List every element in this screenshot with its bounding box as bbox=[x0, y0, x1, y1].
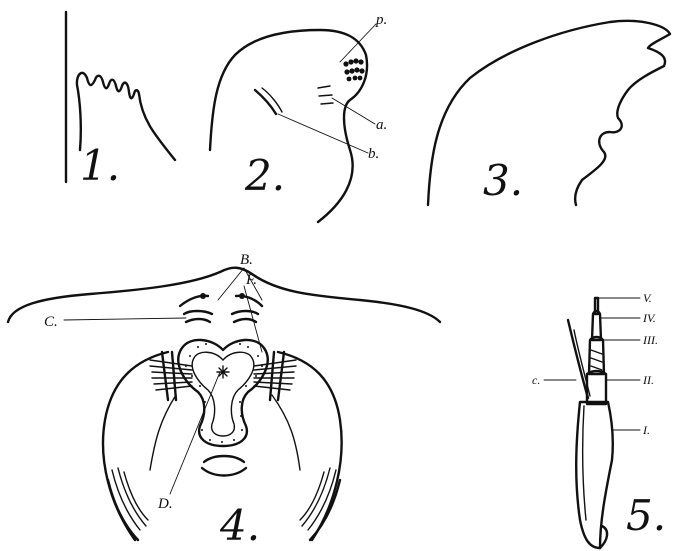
fig2-marks-a bbox=[318, 86, 333, 104]
figure-5: V. IV. III. II. I. c. 5. bbox=[532, 291, 666, 548]
fig4-bristles-right bbox=[254, 352, 296, 400]
fig4-label-F: F. bbox=[245, 272, 257, 288]
figure-3: 3. bbox=[428, 21, 670, 205]
fig5-segment-III-hatch bbox=[591, 350, 602, 370]
fig2-leader-p bbox=[340, 24, 376, 62]
fig4-inner-right bbox=[272, 395, 300, 470]
fig4-right-body bbox=[278, 352, 342, 540]
fig5-segment-I bbox=[576, 402, 613, 548]
fig4-label-B: B. bbox=[240, 252, 253, 268]
fig2-leader-b bbox=[278, 114, 368, 153]
fig3-number: 3. bbox=[483, 156, 523, 205]
fig4-bristles-left bbox=[150, 352, 192, 400]
fig4-upper-contour bbox=[8, 268, 440, 322]
fig2-label-a: a. bbox=[376, 117, 387, 133]
fig5-number: 5. bbox=[626, 491, 666, 540]
fig5-cirrus-c bbox=[568, 320, 588, 398]
figure-1: 1. bbox=[66, 12, 175, 190]
fig5-label-III: III. bbox=[642, 333, 658, 347]
fig4-lower-ring bbox=[202, 456, 246, 476]
fig4-central-mark bbox=[217, 366, 229, 378]
fig5-label-IV: IV. bbox=[642, 311, 656, 325]
fig4-marks-c bbox=[184, 311, 258, 322]
fig5-label-V: V. bbox=[643, 291, 652, 305]
fig2-organ-b bbox=[255, 88, 282, 114]
fig5-cirrus-c-inner bbox=[574, 330, 590, 396]
fig5-segment-I-inner bbox=[583, 406, 586, 520]
fig5-segment-IV bbox=[592, 311, 601, 340]
fig5-label-c: c. bbox=[532, 373, 540, 387]
fig5-segment-II bbox=[587, 371, 606, 404]
fig4-label-D: D. bbox=[157, 496, 173, 512]
fig4-label-C: C. bbox=[44, 314, 58, 330]
fig5-label-II: II. bbox=[642, 373, 654, 387]
fig4-number: 4. bbox=[219, 501, 260, 550]
fig2-label-b: b. bbox=[368, 146, 379, 162]
figure-2: p. a. b. 2. bbox=[210, 12, 387, 222]
fig1-number: 1. bbox=[80, 141, 120, 190]
fig4-inner-left bbox=[150, 395, 176, 470]
fig2-number: 2. bbox=[244, 151, 285, 200]
fig2-leader-a bbox=[332, 98, 375, 124]
fig3-outline bbox=[428, 21, 670, 205]
fig4-right-shading bbox=[300, 468, 340, 540]
fig5-label-I: I. bbox=[642, 423, 650, 437]
fig2-label-p: p. bbox=[375, 12, 387, 28]
fig2-papillae bbox=[343, 58, 364, 81]
fig4-eyes bbox=[180, 293, 262, 306]
figure-4: B. F. C. D. 4. bbox=[8, 252, 440, 550]
fig4-leader-C bbox=[64, 318, 186, 320]
fig4-central-organ bbox=[178, 340, 267, 446]
